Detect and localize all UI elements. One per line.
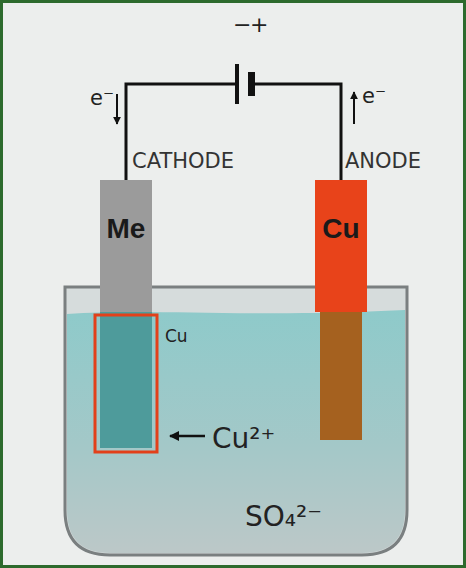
battery-plate — [248, 72, 255, 96]
ion-label: SO₄²⁻ — [245, 500, 322, 533]
electrode-material: Me — [100, 213, 152, 245]
electrolyte — [67, 310, 405, 553]
electron-label: e⁻ — [90, 86, 114, 110]
copper-plating — [95, 315, 157, 452]
electron-arrow — [353, 92, 355, 124]
beaker-outline — [65, 287, 407, 555]
polarity-sign: − — [233, 12, 251, 37]
cathode-electrode: CATHODEMe — [100, 180, 152, 448]
electrode-heading: CATHODE — [132, 149, 234, 173]
dissolving-part — [320, 312, 362, 440]
ion-arrow — [170, 435, 205, 438]
battery-plate — [235, 64, 239, 104]
polarity-sign: + — [250, 12, 268, 37]
anode-electrode: ANODECu — [315, 180, 367, 440]
beaker-body — [65, 287, 407, 555]
electrode-material: Cu — [315, 213, 367, 245]
submerged-part — [100, 312, 152, 448]
electrode-heading: ANODE — [345, 149, 421, 173]
electron-arrow — [116, 94, 118, 124]
electrode-bar — [315, 180, 367, 312]
ion-label: Cu²⁺ — [212, 422, 275, 455]
electron-label: e⁻ — [362, 84, 386, 108]
plating-label: Cu — [165, 326, 188, 346]
circuit-wire — [126, 84, 341, 180]
